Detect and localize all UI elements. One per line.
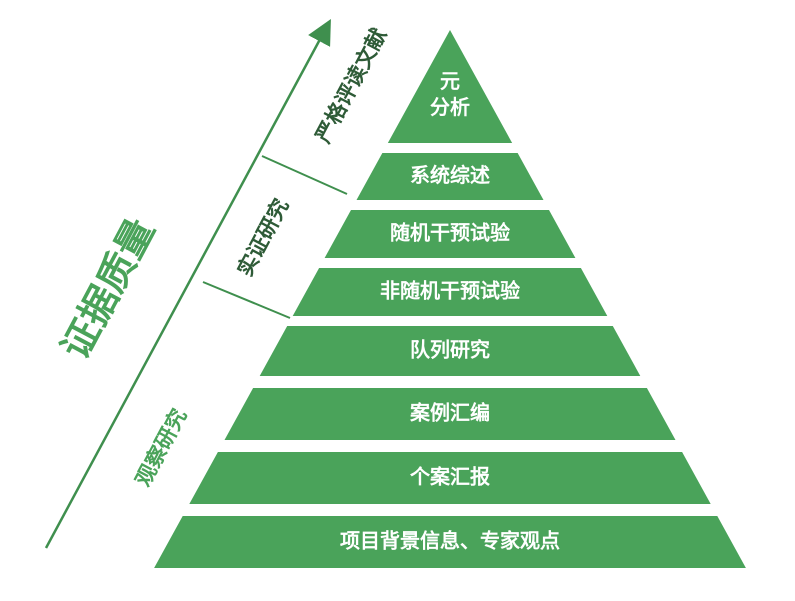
pyramid-level-label: 案例汇编 — [409, 401, 490, 425]
pyramid-level-7 — [189, 452, 711, 504]
pyramid-level-label: 队列研究 — [410, 338, 490, 362]
pyramid-level-label: 元 — [440, 69, 460, 93]
pyramid-level-label: 非随机干预试验 — [380, 279, 520, 303]
quality-arrow — [44, 18, 331, 549]
pyramid-level-label: 随机干预试验 — [390, 221, 510, 245]
pyramid-levels: 元分析系统综述随机干预试验非随机干预试验队列研究案例汇编个案汇报项目背景信息、专… — [154, 30, 746, 568]
pyramid-level-8 — [154, 516, 746, 568]
bracket-tick-experimental — [202, 281, 291, 319]
pyramid-level-label: 分析 — [430, 95, 470, 119]
pyramid-level-2 — [356, 153, 544, 200]
pyramid-level-4 — [292, 268, 608, 316]
pyramid-level-label: 项目背景信息、专家观点 — [340, 529, 560, 553]
pyramid-level-label: 个案汇报 — [409, 465, 490, 489]
bracket-tick-rigorous — [261, 155, 348, 195]
label-rigorous: 严格评读文献 — [311, 24, 391, 147]
pyramid-level-5 — [259, 326, 641, 376]
label-experimental: 实证研究 — [233, 195, 294, 280]
pyramid-level-6 — [224, 388, 676, 440]
pyramid-level-label: 系统综述 — [410, 163, 490, 187]
label-observational: 观察研究 — [131, 405, 192, 490]
axis-title: 证据质量 — [53, 211, 163, 366]
pyramid-level-1 — [387, 30, 513, 143]
pyramid-level-3 — [324, 210, 576, 258]
